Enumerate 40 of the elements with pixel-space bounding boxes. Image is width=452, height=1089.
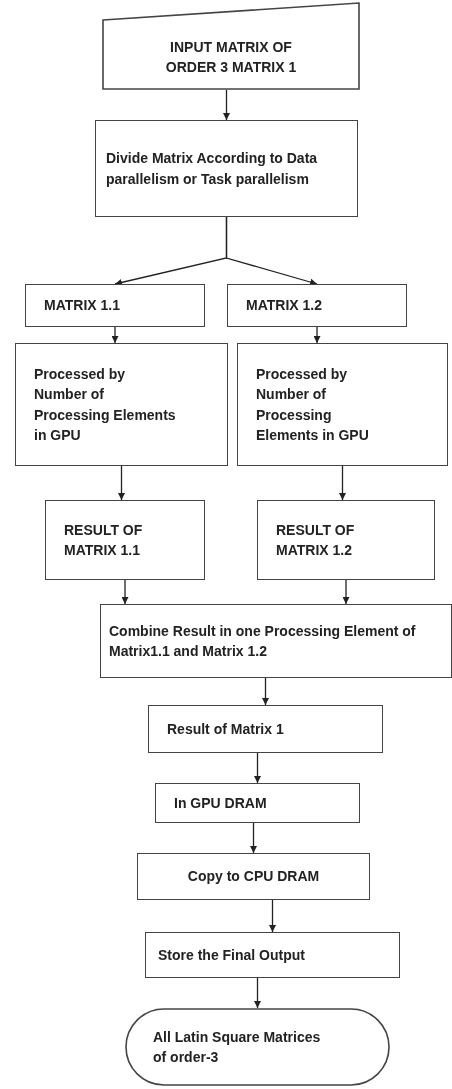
process-box xyxy=(148,705,383,753)
process-box xyxy=(155,783,360,823)
arrow xyxy=(121,579,129,605)
process-box xyxy=(25,284,205,327)
manual-input-shape xyxy=(102,2,360,90)
node-label: Processed by Number of Processing Elements in GPU xyxy=(34,364,177,445)
arrow xyxy=(254,752,261,784)
node-label: RESULT OF MATRIX 1.2 xyxy=(276,520,356,560)
arrow xyxy=(225,216,318,286)
arrow xyxy=(254,977,261,1009)
node-label: Processed by Number of Processing Elements in GPU xyxy=(256,364,370,445)
node-label: Copy to CPU DRAM xyxy=(187,867,320,887)
process-box xyxy=(15,343,228,466)
arrow xyxy=(269,899,276,933)
arrow xyxy=(339,465,346,501)
node-label: Combine Result in one Processing Element of Matrix1.1 and Matrix 1.2 xyxy=(109,621,417,661)
node-label: RESULT OF MATRIX 1.1 xyxy=(64,520,144,560)
process-box xyxy=(100,604,452,678)
node-label: In GPU DRAM xyxy=(174,793,267,813)
process-box xyxy=(137,853,370,900)
arrow xyxy=(342,579,350,605)
arrow xyxy=(313,326,321,344)
process-box xyxy=(227,284,407,327)
node-label: Store the Final Output xyxy=(158,945,305,965)
process-box xyxy=(237,343,448,466)
node-label: INPUT MATRIX OF ORDER 3 MATRIX 1 xyxy=(164,37,298,77)
arrow xyxy=(118,465,125,501)
process-box xyxy=(145,932,400,978)
arrow xyxy=(262,677,269,706)
process-box xyxy=(257,500,435,580)
arrow xyxy=(250,822,257,854)
node-label: Divide Matrix According to Data parallelism or Task parallelism xyxy=(106,149,319,189)
node-label: Result of Matrix 1 xyxy=(167,719,284,739)
process-box xyxy=(95,120,358,217)
node-label: All Latin Square Matrices of order-3 xyxy=(153,1027,322,1067)
node-label: MATRIX 1.1 xyxy=(44,296,120,316)
arrow xyxy=(111,326,119,344)
process-box xyxy=(45,500,205,580)
arrow xyxy=(223,89,230,121)
node-label: MATRIX 1.2 xyxy=(246,296,322,316)
